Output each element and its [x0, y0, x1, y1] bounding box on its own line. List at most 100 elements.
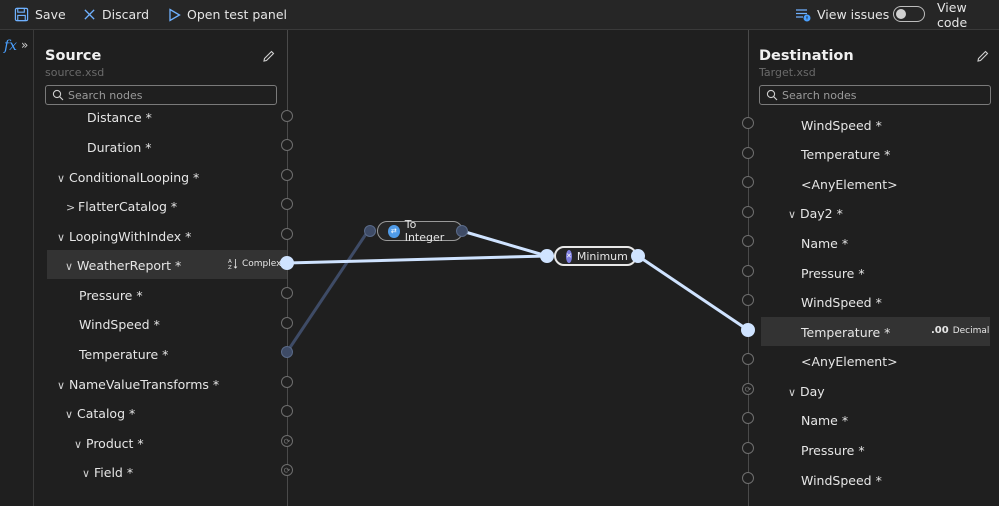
source-node-product[interactable]: ∨Product *: [74, 436, 144, 451]
source-node-weatherreport[interactable]: ∨WeatherReport *: [65, 258, 182, 273]
destination-node-day[interactable]: ∨Day: [788, 384, 825, 399]
destination-node-name-2[interactable]: Name *: [801, 413, 849, 428]
source-search-input[interactable]: [68, 88, 276, 102]
minimum-output-port[interactable]: [631, 249, 645, 263]
minimum-input-port[interactable]: [540, 249, 554, 263]
function-to-integer-label: To Integer: [404, 218, 445, 244]
destination-port-temperature[interactable]: [742, 147, 754, 159]
view-code-toggle[interactable]: [893, 6, 925, 22]
issues-icon: [796, 8, 811, 21]
chevron-down-icon[interactable]: ∨: [74, 438, 83, 451]
destination-node-anyelement[interactable]: <AnyElement>: [801, 177, 898, 192]
source-node-field[interactable]: ∨Field *: [82, 465, 134, 480]
source-port-distance[interactable]: [281, 110, 293, 122]
source-port-conditionallooping[interactable]: [281, 169, 293, 181]
function-sidebar: fx »: [0, 30, 34, 506]
function-to-integer[interactable]: ⇄ To Integer: [377, 218, 463, 244]
chevron-down-icon[interactable]: ∨: [57, 172, 66, 185]
chevron-down-icon[interactable]: ∨: [82, 467, 91, 480]
chevron-down-icon[interactable]: ∨: [788, 208, 797, 221]
destination-port-pressure-2[interactable]: [742, 442, 754, 454]
chevron-down-icon[interactable]: ∨: [65, 260, 74, 273]
math-icon: ✕: [566, 249, 572, 263]
connection-minimum-to-temperature: [637, 254, 749, 332]
view-issues-button[interactable]: View issues: [795, 0, 889, 29]
destination-edit-icon[interactable]: [976, 49, 990, 63]
source-port-duration[interactable]: [281, 139, 293, 151]
source-node-loopingwithindex[interactable]: ∨LoopingWithIndex *: [57, 229, 192, 244]
chevron-down-icon[interactable]: ∨: [788, 386, 797, 399]
destination-port-day-loop-icon[interactable]: ⟳: [742, 383, 754, 395]
save-button[interactable]: Save: [14, 0, 66, 29]
destination-search[interactable]: [759, 85, 991, 105]
source-node-catalog[interactable]: ∨Catalog *: [65, 406, 136, 421]
toggle-knob: [896, 9, 906, 19]
source-port-weatherreport[interactable]: [280, 256, 294, 270]
to-integer-output-port[interactable]: [456, 225, 468, 237]
open-test-panel-label: Open test panel: [187, 7, 288, 22]
destination-port-day2[interactable]: [742, 206, 754, 218]
source-port-loopingwithindex[interactable]: [281, 228, 293, 240]
destination-port-temperature-2[interactable]: [741, 323, 755, 337]
save-icon: [14, 7, 29, 22]
destination-node-day2[interactable]: ∨Day2 *: [788, 206, 843, 221]
chevron-down-icon[interactable]: ∨: [57, 231, 66, 244]
source-node-pressure[interactable]: Pressure *: [79, 288, 143, 303]
destination-node-anyelement-2[interactable]: <AnyElement>: [801, 354, 898, 369]
destination-node-temperature-2[interactable]: Temperature *: [801, 325, 891, 340]
chevron-down-icon[interactable]: ∨: [65, 408, 74, 421]
open-test-panel-button[interactable]: Open test panel: [168, 0, 287, 29]
search-icon: [52, 89, 64, 101]
source-search[interactable]: [45, 85, 277, 105]
source-node-windspeed[interactable]: WindSpeed *: [79, 317, 160, 332]
expand-chevron-icon[interactable]: »: [21, 38, 29, 52]
source-edit-icon[interactable]: [262, 49, 276, 63]
function-icon[interactable]: fx: [4, 38, 18, 54]
destination-port-anyelement[interactable]: [742, 176, 754, 188]
destination-search-input[interactable]: [782, 88, 990, 102]
destination-node-name[interactable]: Name *: [801, 236, 849, 251]
destination-port-windspeed[interactable]: [742, 117, 754, 129]
connection-temperature-to-integer: [285, 230, 370, 353]
source-node-conditionallooping[interactable]: ∨ConditionalLooping *: [57, 170, 200, 185]
destination-node-pressure-2[interactable]: Pressure *: [801, 443, 865, 458]
destination-port-name[interactable]: [742, 235, 754, 247]
source-node-duration[interactable]: Duration *: [87, 140, 152, 155]
destination-node-temperature[interactable]: Temperature *: [801, 147, 891, 162]
source-node-distance[interactable]: Distance *: [87, 110, 152, 125]
source-node-flattercatalog[interactable]: >FlatterCatalog *: [66, 199, 178, 214]
connection-weatherreport-to-minimum: [286, 254, 548, 265]
discard-button[interactable]: Discard: [83, 0, 149, 29]
function-minimum[interactable]: ✕ Minimum: [554, 246, 637, 266]
play-icon: [169, 7, 181, 22]
view-code-label-wrap[interactable]: View code: [937, 0, 999, 30]
source-port-catalog[interactable]: [281, 405, 293, 417]
source-port-product-loop-icon[interactable]: ⟳: [281, 435, 293, 447]
source-port-namevaluetransforms[interactable]: [281, 376, 293, 388]
destination-port-name-2[interactable]: [742, 412, 754, 424]
save-label: Save: [35, 7, 66, 22]
destination-node-windspeed-2[interactable]: WindSpeed *: [801, 295, 882, 310]
source-node-temperature[interactable]: Temperature *: [79, 347, 169, 362]
destination-node-windspeed-3[interactable]: WindSpeed *: [801, 473, 882, 488]
chevron-right-icon[interactable]: >: [66, 201, 76, 214]
destination-port-windspeed-2[interactable]: [742, 294, 754, 306]
destination-port-anyelement-2[interactable]: [742, 353, 754, 365]
destination-node-windspeed[interactable]: WindSpeed *: [801, 118, 882, 133]
chevron-down-icon[interactable]: ∨: [57, 379, 66, 392]
to-integer-input-port[interactable]: [364, 225, 376, 237]
source-port-windspeed[interactable]: [281, 317, 293, 329]
destination-title: Destination: [759, 48, 854, 64]
decimal-type-badge: .00 Decimal: [931, 325, 990, 336]
source-port-field-loop-icon[interactable]: ⟳: [281, 464, 293, 476]
source-subtitle: source.xsd: [45, 66, 105, 79]
destination-port-pressure[interactable]: [742, 265, 754, 277]
view-code-label: View code: [937, 0, 968, 30]
source-node-namevaluetransforms[interactable]: ∨NameValueTransforms *: [57, 377, 220, 392]
destination-node-pressure[interactable]: Pressure *: [801, 266, 865, 281]
source-port-flattercatalog[interactable]: [281, 198, 293, 210]
source-port-pressure[interactable]: [281, 287, 293, 299]
destination-port-windspeed-3[interactable]: [742, 472, 754, 484]
source-port-temperature[interactable]: [281, 346, 293, 358]
